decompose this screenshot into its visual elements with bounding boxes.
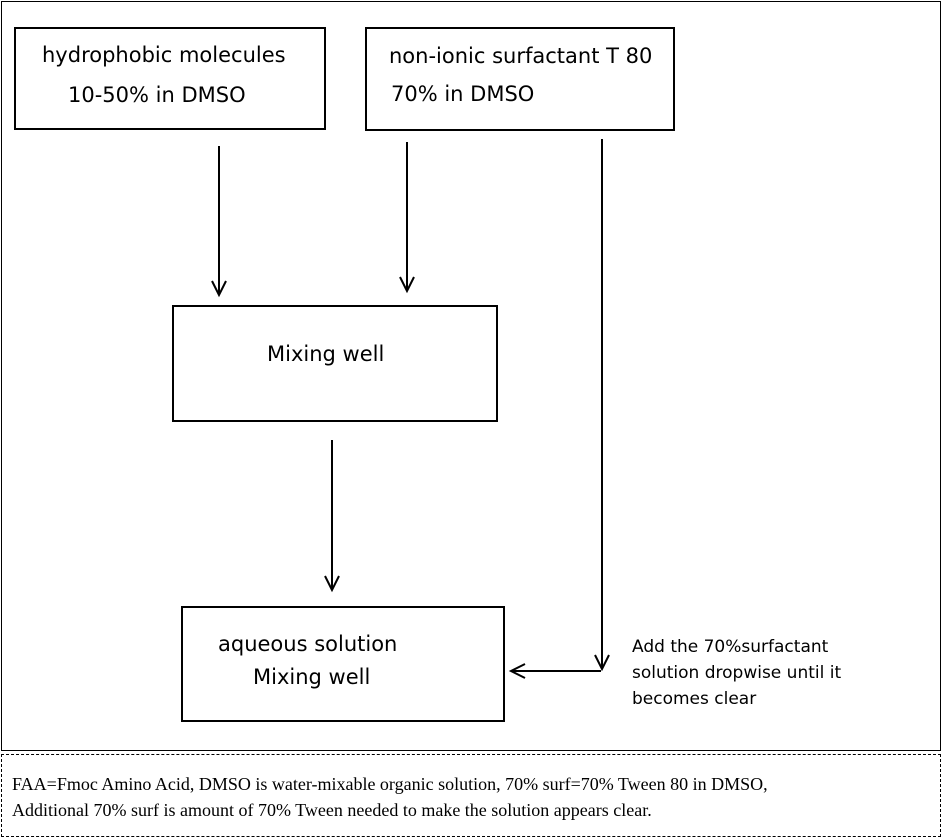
dropwise-note: Add the 70%surfactant solution dropwise … [632, 634, 841, 712]
caption-line-1: FAA=Fmoc Amino Acid, DMSO is water-mixab… [12, 774, 768, 794]
surfactant-box: non-ionic surfactant T 80 70% in DMSO [365, 27, 675, 131]
arrowhead-into-aqueous [508, 663, 526, 679]
aqueous-solution-box: aqueous solution Mixing well [181, 606, 505, 722]
figure-caption: FAA=Fmoc Amino Acid, DMSO is water-mixab… [1, 754, 941, 837]
surfactant-label: non-ionic surfactant T 80 [389, 44, 653, 68]
hydrophobic-molecules-box: hydrophobic molecules 10-50% in DMSO [14, 27, 326, 130]
mixing-well-box: Mixing well [172, 305, 498, 422]
dropwise-note-line-2: solution dropwise until it [632, 663, 842, 683]
arrowhead-surfactant-to-mixing [399, 276, 415, 294]
hydrophobic-concentration-label: 10-50% in DMSO [68, 83, 246, 107]
hydrophobic-molecules-label: hydrophobic molecules [42, 43, 286, 67]
arrowhead-hydrophobic-to-mixing [211, 280, 227, 298]
dropwise-note-line-1: Add the 70%surfactant [632, 637, 829, 657]
arrowhead-surfactant-down [594, 654, 610, 672]
mixing-well-label: Mixing well [267, 342, 385, 366]
aqueous-solution-label: aqueous solution [218, 632, 398, 656]
aqueous-mixing-label: Mixing well [253, 665, 371, 689]
diagram-frame [1, 1, 941, 751]
caption-line-2: Additional 70% surf is amount of 70% Twe… [12, 800, 652, 820]
arrowhead-mixing-to-aqueous [324, 575, 340, 593]
surfactant-concentration-label: 70% in DMSO [391, 82, 535, 106]
dropwise-note-line-3: becomes clear [632, 689, 757, 709]
